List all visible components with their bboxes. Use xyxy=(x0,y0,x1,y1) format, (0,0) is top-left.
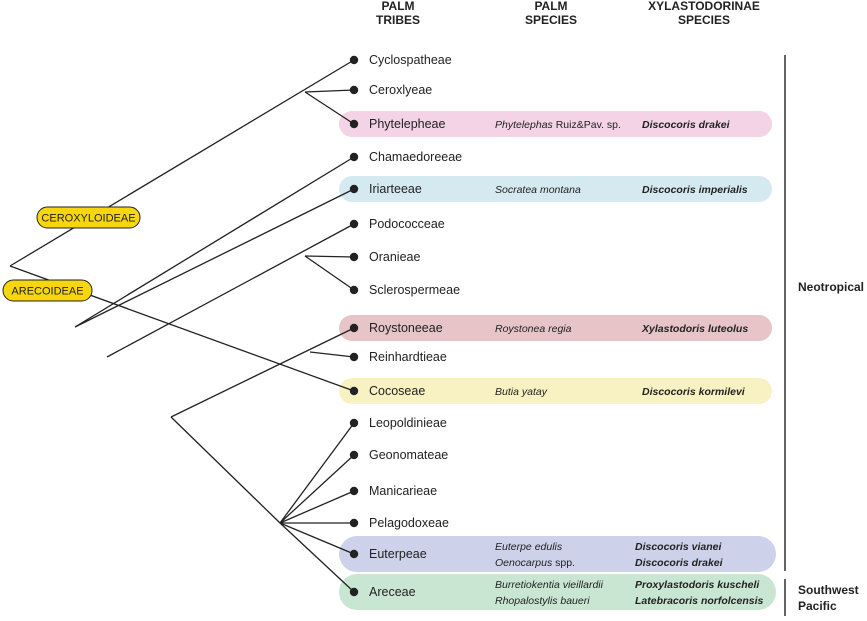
tree-branch xyxy=(279,490,355,524)
palm-species: Burretiokentia vieillardii xyxy=(495,579,604,591)
column-header-species: PALM xyxy=(534,0,567,13)
palm-species: Roystonea regia xyxy=(495,323,572,335)
tribe-label-podococceae: Podococceae xyxy=(369,217,445,231)
tip-dot-iriarteeae xyxy=(349,184,359,194)
tribe-label-cocoseae: Cocoseae xyxy=(369,384,425,398)
tribe-label-manicarieae: Manicarieae xyxy=(369,484,437,498)
palm-species: Phytelephas Ruiz&Pav. sp. xyxy=(495,119,621,131)
tribe-label-iriarteeae: Iriarteeae xyxy=(369,182,422,196)
tribe-label-roystoneeae: Roystoneeae xyxy=(369,321,443,335)
tribe-label-ceroxlyeae: Ceroxlyeae xyxy=(369,83,432,97)
column-header-species: SPECIES xyxy=(525,13,577,27)
column-header-xyla: XYLASTODORINAE xyxy=(648,0,760,13)
column-header-tribes: TRIBES xyxy=(376,13,420,27)
tip-dot-manicarieae xyxy=(349,486,359,496)
tribe-label-cyclospatheae: Cyclospatheae xyxy=(369,53,452,67)
tribe-label-reinhardtieae: Reinhardtieae xyxy=(369,350,447,364)
tip-dot-ceroxlyeae xyxy=(349,85,359,95)
tribe-label-geonomateae: Geonomateae xyxy=(369,448,448,462)
tree-branch xyxy=(279,454,355,524)
region-label: Southwest xyxy=(798,583,859,597)
tribe-label-pelagodoxeae: Pelagodoxeae xyxy=(369,516,449,530)
highlight-band-euterpeae xyxy=(339,536,776,572)
tree-branch xyxy=(304,89,355,93)
tip-dot-reinhardtieae xyxy=(349,352,359,362)
tribe-label-oranieae: Oranieae xyxy=(369,250,420,264)
palm-species: Euterpe edulis xyxy=(495,541,563,553)
palm-species: Butia yatay xyxy=(495,386,548,398)
xylastodorinae-species: Latebracoris norfolcensis xyxy=(635,595,764,607)
xylastodorinae-species: Discocoris vianei xyxy=(635,541,722,553)
xylastodorinae-species: Proxylastodoris kuscheli xyxy=(635,579,760,591)
palm-species: Socratea montana xyxy=(495,184,581,196)
highlight-band-phytelepheae xyxy=(339,111,772,137)
tree-branch xyxy=(170,327,355,418)
tip-dot-chamaedoreeae xyxy=(349,152,359,162)
tribe-label-leopoldinieae: Leopoldinieae xyxy=(369,416,447,430)
tree-branch xyxy=(9,59,355,267)
tree-branch xyxy=(74,156,355,328)
subfamily-label: CEROXYLOIDEAE xyxy=(41,213,135,225)
region-label: Pacific xyxy=(798,599,837,613)
palm-species: Rhopalostylis baueri xyxy=(495,595,590,607)
xylastodorinae-species: Discocoris imperialis xyxy=(642,184,748,196)
tree-branch xyxy=(304,91,355,125)
tip-dot-geonomateae xyxy=(349,450,359,460)
xylastodorinae-species: Discocoris kormilevi xyxy=(642,386,746,398)
tip-dot-cocoseae xyxy=(349,386,359,396)
highlight-band-cocoseae xyxy=(339,378,772,404)
tip-dot-leopoldinieae xyxy=(349,418,359,428)
tip-dot-podococceae xyxy=(349,219,359,229)
subfamily-badge-ceroxyloideae xyxy=(36,206,141,229)
tree-branch xyxy=(279,522,355,593)
subfamily-label: ARECOIDEAE xyxy=(11,286,83,298)
tip-dot-pelagodoxeae xyxy=(349,518,359,528)
highlight-band-roystoneeae xyxy=(339,315,772,341)
palm-species: Oenocarpus spp. xyxy=(495,557,575,569)
tip-dot-sclerospermeae xyxy=(349,285,359,295)
tribe-label-chamaedoreeae: Chamaedoreeae xyxy=(369,150,462,164)
tribe-label-phytelepheae: Phytelepheae xyxy=(369,117,446,131)
tree-branch xyxy=(304,255,355,258)
tip-dot-phytelepheae xyxy=(349,119,359,129)
tree-branch xyxy=(279,522,355,555)
tree-branch xyxy=(309,351,355,358)
tree-branch xyxy=(170,416,281,524)
tree-branch xyxy=(304,255,355,291)
tip-dot-euterpeae xyxy=(349,549,359,559)
tip-dot-roystoneeae xyxy=(349,323,359,333)
tribe-label-sclerospermeae: Sclerospermeae xyxy=(369,283,460,297)
column-header-tribes: PALM xyxy=(381,0,414,13)
tree-branch xyxy=(279,422,355,524)
xylastodorinae-species: Xylastodoris luteolus xyxy=(641,323,748,335)
column-header-xyla: SPECIES xyxy=(678,13,730,27)
tree-branch xyxy=(74,188,355,328)
tip-dot-cyclospatheae xyxy=(349,55,359,65)
tree-branch xyxy=(106,223,355,358)
xylastodorinae-species: Discocoris drakei xyxy=(635,557,724,569)
tip-dot-oranieae xyxy=(349,252,359,262)
region-label: Neotropical xyxy=(798,280,864,294)
subfamily-badge-arecoideae xyxy=(2,279,93,302)
highlight-band-iriarteeae xyxy=(339,176,772,202)
xylastodorinae-species: Discocoris drakei xyxy=(642,119,731,131)
tribe-label-euterpeae: Euterpeae xyxy=(369,547,427,561)
tip-dot-areceae xyxy=(349,587,359,597)
highlight-band-areceae xyxy=(339,574,776,610)
tribe-label-areceae: Areceae xyxy=(369,585,416,599)
